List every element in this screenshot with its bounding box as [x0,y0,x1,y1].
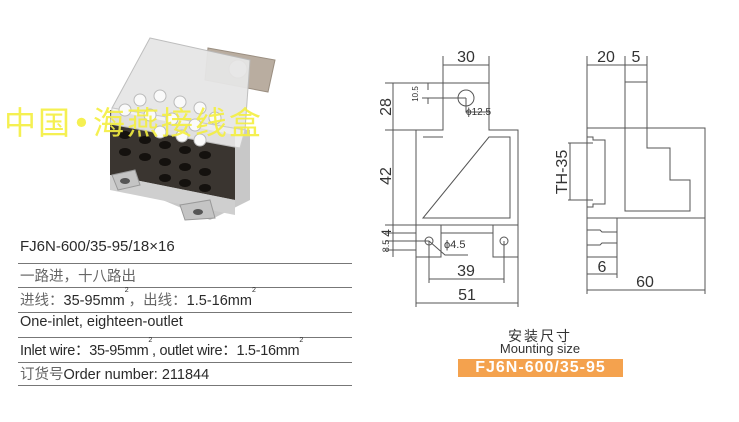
caption-en: Mounting size [499,341,581,356]
divider [18,312,352,313]
dim-42: 42 [378,167,395,185]
dim-5: 5 [632,49,641,66]
description-en: One-inlet, eighteen-outlet [20,314,183,330]
caption-cn: 安装尺寸 [508,329,572,345]
divider [18,263,352,264]
dim-6: 6 [598,259,607,276]
dim-30: 30 [457,49,475,66]
dim-8-5: 8.5 [381,240,391,253]
dim-28: 28 [378,98,395,116]
dim-hole-12-5: ϕ12.5 [466,107,492,118]
model-badge: FJ6N-600/35-95 [458,359,623,377]
dim-60: 60 [636,274,654,291]
description-cn: 一路进，十八路出 [20,269,136,285]
dim-hole-4-5: ϕ4.5 [444,239,465,251]
divider [18,287,352,288]
divider [18,362,352,363]
dim-20: 20 [597,49,615,66]
wire-spec-en: Inlet wire：35-95mm2, outlet wire：1.5-16m… [20,337,303,359]
divider [18,385,352,386]
product-photo [109,37,276,221]
watermark: 中国•海燕接线盒 [4,104,263,142]
divider [18,337,352,338]
order-number: 订货号Order number: 211844 [20,367,210,383]
dim-th-35: TH-35 [554,150,571,195]
dim-4: 4 [378,229,394,237]
side-view [568,56,706,294]
model-name: FJ6N-600/35-95/18×16 [20,238,175,255]
front-view [385,56,519,307]
dim-51: 51 [458,287,476,304]
dim-10-5: 10.5 [411,86,420,102]
dim-39: 39 [457,263,475,280]
wire-spec-cn: 进线：35-95mm2，出线：1.5-16mm2 [20,287,256,309]
